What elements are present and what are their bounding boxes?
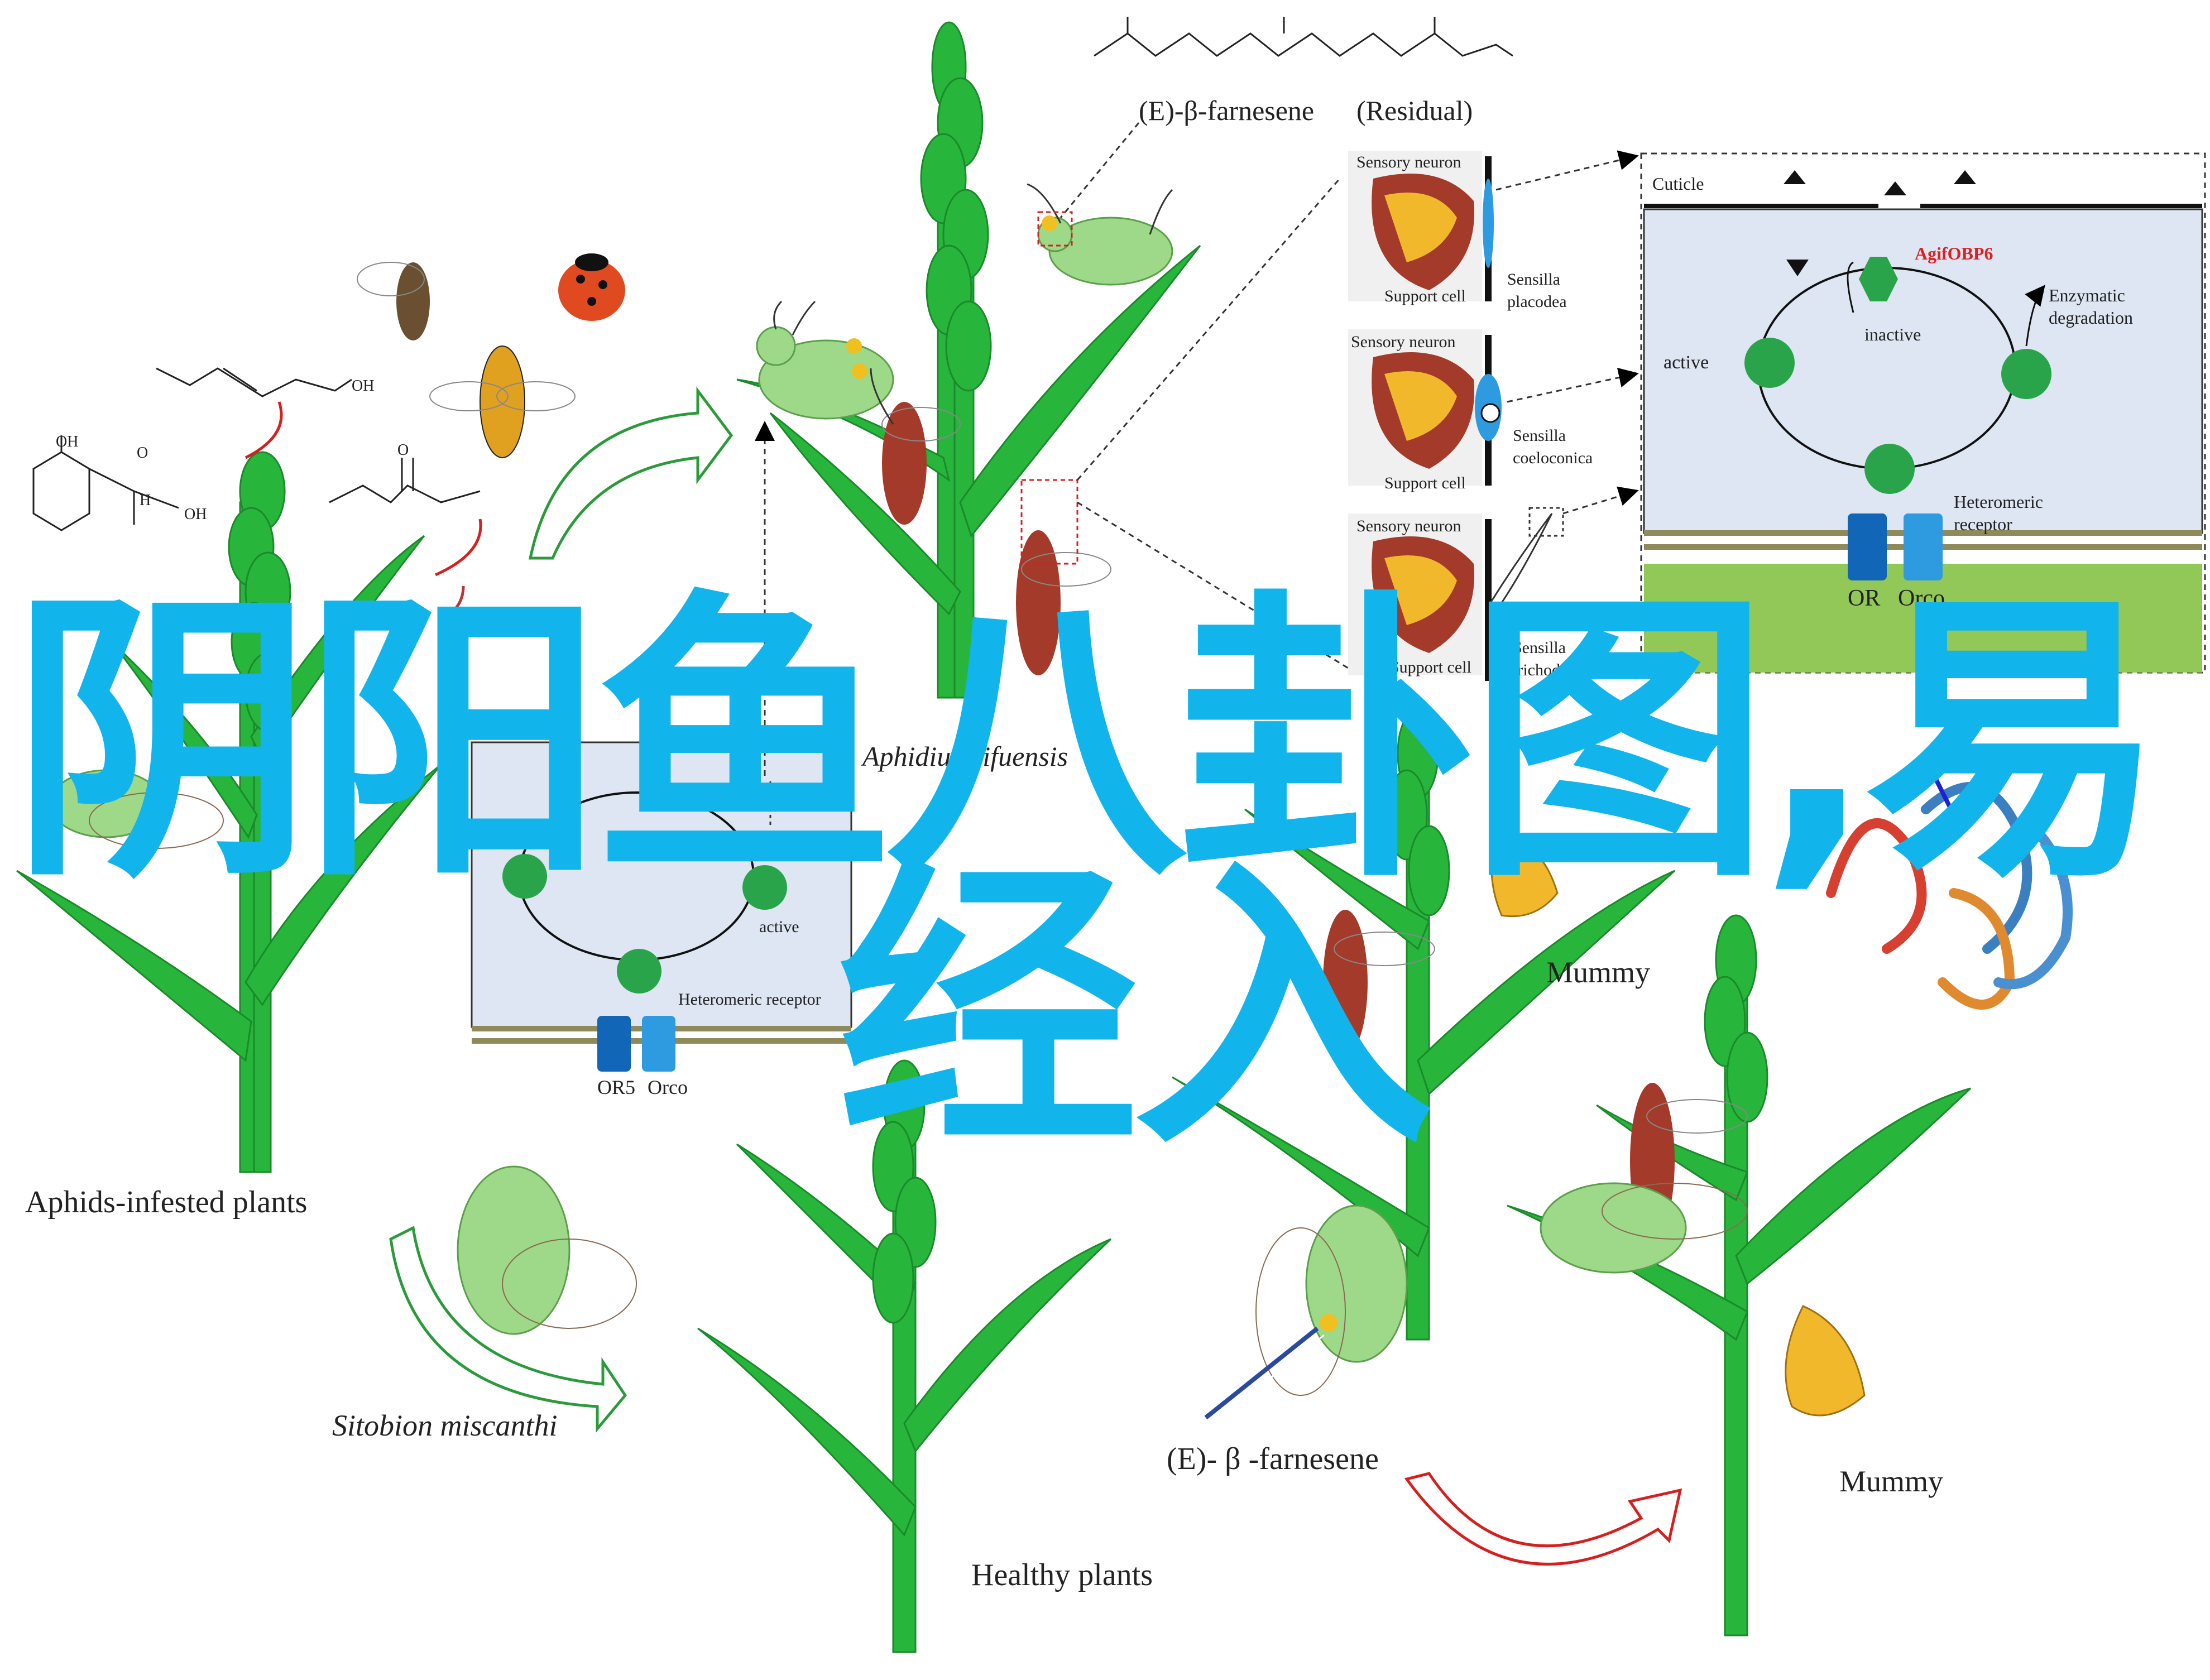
wasp-top-center	[870, 368, 961, 525]
label-enzymatic-2: degradation	[2049, 308, 2133, 328]
node-right-left	[1744, 338, 1795, 388]
plant-bottom-center	[697, 1059, 1112, 1653]
aphid-bottom-center-right	[1204, 1204, 1408, 1425]
label-sensilla-trichodea-1: Sensilla	[1513, 639, 1566, 657]
label-cuticle: Cuticle	[1652, 174, 1704, 194]
label-orco-left: Orco	[648, 1076, 688, 1098]
label-sensilla-coeloconica-1: Sensilla	[1513, 426, 1566, 445]
label-active-right: active	[1664, 352, 1709, 373]
label-mummy-1: Mummy	[1546, 956, 1650, 989]
sensilla-labels: Sensory neuron Support cell Sensilla pla…	[1351, 153, 1593, 679]
label-heteromeric-right-1: Heteromeric	[1954, 492, 2043, 512]
label-inactive-right: inactive	[1864, 324, 1921, 344]
mummy-middle	[1490, 836, 1559, 918]
chem-oh-3: OH	[184, 506, 207, 523]
aphid-bottom-left	[457, 1165, 637, 1335]
label-aphids-infested-plants: Aphids-infested plants	[25, 1185, 307, 1220]
label-mummy-2: Mummy	[1839, 1465, 1943, 1498]
wasp-decor-topleft	[357, 262, 430, 340]
node-left-2	[742, 865, 787, 910]
label-enzymatic-1: Enzymatic	[2049, 285, 2125, 305]
farnesene-pointer	[1060, 122, 1140, 218]
hoverfly	[429, 345, 576, 458]
plant-left	[16, 451, 442, 1173]
label-inactive-left: inactive	[611, 840, 657, 856]
plant-top-center	[736, 21, 1201, 699]
label-sensory-neuron-3: Sensory neuron	[1356, 517, 1461, 535]
aphid-left-center	[756, 300, 894, 420]
label-orco-right: Orco	[1898, 585, 1945, 611]
panel-left-receptor	[471, 741, 852, 1072]
arrow-curved-green-top	[528, 386, 734, 560]
wasp-top-right-of-center	[1016, 479, 1111, 675]
label-sensilla-trichodea-2: trichodea	[1513, 661, 1575, 679]
sensilla-column	[1348, 151, 1564, 681]
panel-right-receptor	[1640, 152, 2206, 674]
mummy-bottom	[1785, 1305, 1866, 1417]
label-support-cell-3: Support cell	[1390, 658, 1471, 676]
label-support-cell-2: Support cell	[1384, 474, 1466, 492]
farnesene-residual-tag: (Residual)	[1356, 95, 1473, 126]
label-sensilla-placodea-1: Sensilla	[1507, 270, 1560, 289]
label-farnesene-bottom: (E)- β -farnesene	[1167, 1442, 1379, 1476]
protein-structure	[1826, 766, 2073, 1010]
label-sitobion: Sitobion miscanthi	[332, 1409, 558, 1442]
label-obp-left: 7/9	[821, 835, 841, 852]
label-or5: OR5	[597, 1076, 635, 1098]
node-right-bottom	[1864, 444, 1915, 494]
label-support-cell-1: Support cell	[1384, 287, 1466, 305]
chem-oh-2: OH	[56, 433, 78, 450]
aphid-left-plant	[49, 769, 224, 849]
plant-middle-right	[1172, 708, 1676, 1341]
right-panel-labels: Cuticle AgifOBP6 Enzymatic degradation i…	[1652, 174, 2133, 611]
farnesene-chain-top	[1094, 17, 1513, 57]
arrow-curved-red-bottom	[1404, 1472, 1682, 1566]
label-or-right: OR	[1848, 585, 1880, 611]
aphid-top-center	[1027, 183, 1173, 286]
label-sensory-neuron-1: Sensory neuron	[1356, 153, 1461, 171]
label-agifobp6: AgifOBP6	[1915, 243, 1993, 263]
chem-h: H	[140, 492, 151, 509]
chemical-labels-left: OH OH O OH O H	[56, 377, 409, 523]
node-left-3	[617, 949, 661, 993]
chemical-structures-left	[32, 367, 481, 531]
label-sensilla-coeloconica-2: coeloconica	[1513, 449, 1593, 467]
label-species-aphidius: Aphidius gifuensis	[861, 741, 1068, 772]
aphid-bottom-right	[1540, 1182, 1748, 1274]
label-active-left: active	[759, 918, 799, 936]
label-healthy-plants: Healthy plants	[971, 1558, 1153, 1592]
chem-oh-1: OH	[352, 377, 374, 395]
chem-o-2: O	[397, 441, 409, 459]
label-sensory-neuron-2: Sensory neuron	[1351, 333, 1455, 351]
dashed-connectors	[755, 150, 1639, 776]
wasp-middle-right	[1323, 910, 1435, 1055]
farnesene-residual-compound: (E)-β-farnesene	[1139, 95, 1314, 126]
node-right-right	[2001, 349, 2051, 399]
arrow-curved-green-bottom	[389, 1226, 627, 1433]
label-heteromeric-left: Heteromeric receptor	[678, 990, 821, 1009]
label-sensilla-placodea-2: placodea	[1507, 292, 1567, 311]
ladybird	[558, 253, 625, 321]
node-left-1	[502, 854, 547, 899]
chem-o: O	[137, 444, 148, 462]
odor-traces	[245, 401, 482, 621]
label-heteromeric-right-2: receptor	[1954, 514, 2012, 534]
plant-bottom-right	[1507, 914, 1972, 1636]
